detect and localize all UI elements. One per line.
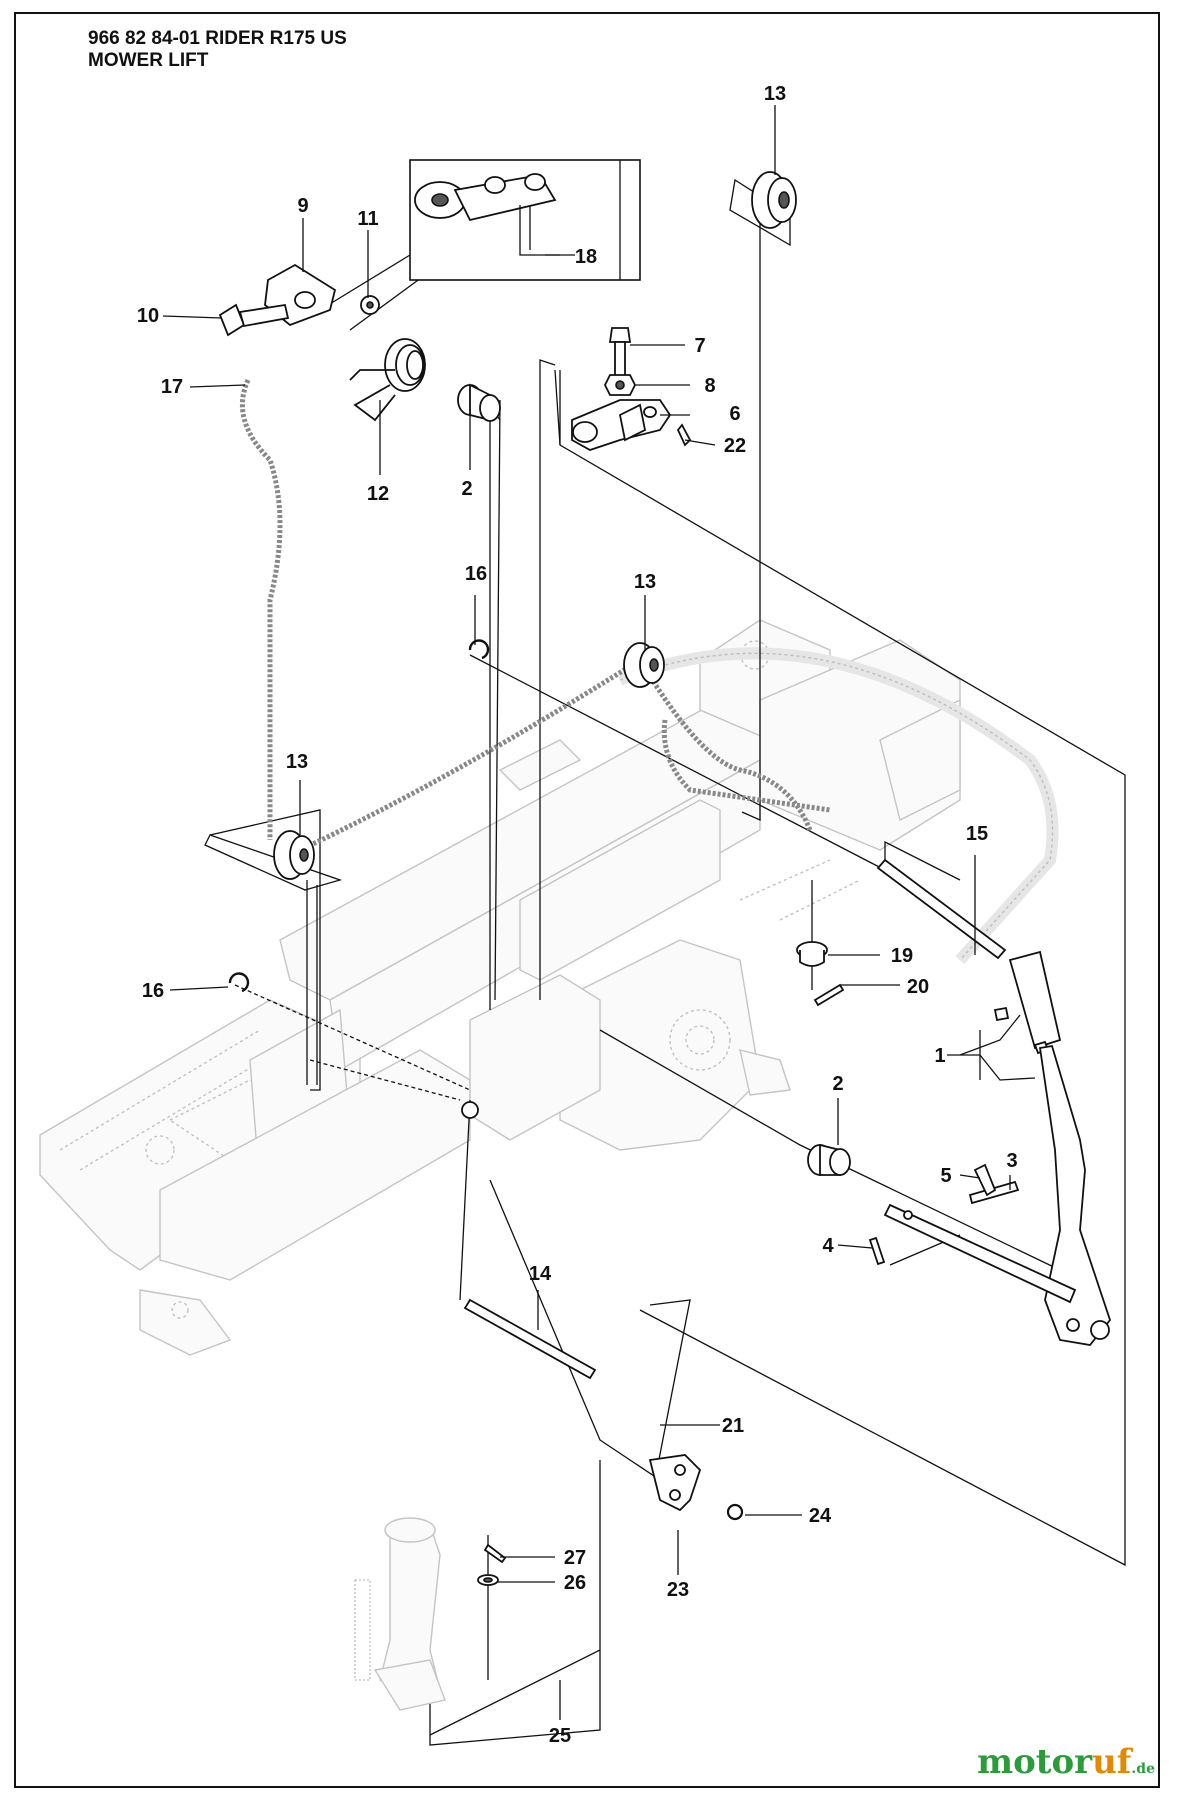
callout-23: 23 [667, 1579, 689, 1601]
callout-1: 1 [934, 1045, 945, 1067]
callout-14: 14 [529, 1263, 552, 1285]
pulley-lower [273, 830, 315, 880]
torsion-spring [349, 338, 426, 422]
pin-20 [813, 983, 845, 1007]
callout-labels: 13 9 11 10 17 12 2 18 7 8 6 22 16 13 13 … [137, 83, 1018, 1747]
handle-screw [993, 1006, 1010, 1022]
callout-11: 11 [357, 208, 378, 230]
callout-13-top: 13 [764, 83, 786, 105]
callout-4: 4 [822, 1235, 834, 1257]
washer-26 [477, 1574, 499, 1586]
callout-16-lower: 16 [142, 980, 164, 1002]
bushing-top [457, 383, 501, 422]
callout-13-lower: 13 [286, 751, 308, 773]
clip-16-upper [468, 639, 490, 660]
callout-8: 8 [704, 375, 715, 397]
lift-chain [239, 378, 831, 853]
clip-24 [726, 1503, 744, 1521]
bolt-10 [218, 303, 290, 337]
callout-27: 27 [564, 1547, 586, 1569]
nut-11 [360, 295, 380, 315]
rod-14 [461, 1101, 597, 1380]
callout-15: 15 [966, 823, 988, 845]
callout-12: 12 [367, 483, 389, 505]
callout-2-top: 2 [461, 478, 472, 500]
bushing-19 [796, 941, 828, 967]
callout-9: 9 [297, 195, 308, 217]
callout-19: 19 [891, 945, 913, 967]
callout-18: 18 [575, 246, 597, 268]
callout-10: 10 [137, 305, 159, 327]
model-title: 966 82 84-01 RIDER R175 US [88, 28, 347, 49]
parts [218, 171, 1112, 1711]
callout-25: 25 [549, 1725, 571, 1747]
callout-13-middle: 13 [634, 571, 656, 593]
deck-lift-ghost [354, 1517, 446, 1711]
pulley-top [751, 171, 797, 229]
callout-24: 24 [809, 1505, 832, 1527]
nut-8 [603, 374, 637, 396]
callout-7: 7 [694, 335, 705, 357]
clip-16-lower [228, 972, 250, 993]
pin-3 [968, 1180, 1020, 1205]
callout-2-lower: 2 [832, 1073, 843, 1095]
brand-part-2: uf [1092, 1742, 1132, 1782]
pin-27 [483, 1543, 507, 1564]
brand-part-1: motor [977, 1742, 1093, 1782]
lift-arm-bracket [648, 1454, 702, 1512]
cotter-pin-22 [676, 423, 692, 447]
lift-link-6 [571, 399, 672, 451]
pin-4 [868, 1236, 886, 1266]
bushing-lower [807, 1143, 851, 1176]
callout-17: 17 [161, 376, 183, 398]
pulley-middle [623, 642, 665, 688]
callout-20: 20 [907, 976, 929, 998]
callout-3: 3 [1006, 1150, 1017, 1172]
brand-watermark: motoruf.de [977, 1742, 1155, 1782]
callout-21: 21 [722, 1415, 744, 1437]
callout-6: 6 [729, 403, 740, 425]
section-title: MOWER LIFT [88, 50, 209, 71]
brand-suffix: .de [1131, 1761, 1155, 1777]
screw-5 [973, 1163, 997, 1197]
callout-26: 26 [564, 1572, 586, 1594]
callout-22: 22 [724, 435, 746, 457]
callout-16-top: 16 [465, 563, 487, 585]
rod-15 [876, 858, 1007, 960]
lift-shaft [883, 1203, 1077, 1304]
callout-5: 5 [940, 1165, 951, 1187]
chain-link-inset [409, 159, 641, 281]
diagram-frame [14, 12, 1160, 1788]
callout-leaders [162, 105, 1036, 1720]
lift-handle [1008, 950, 1112, 1346]
diagram-header: 966 82 84-01 RIDER R175 US MOWER LIFT [88, 28, 347, 72]
chassis-frame-ghost [39, 619, 1059, 1356]
